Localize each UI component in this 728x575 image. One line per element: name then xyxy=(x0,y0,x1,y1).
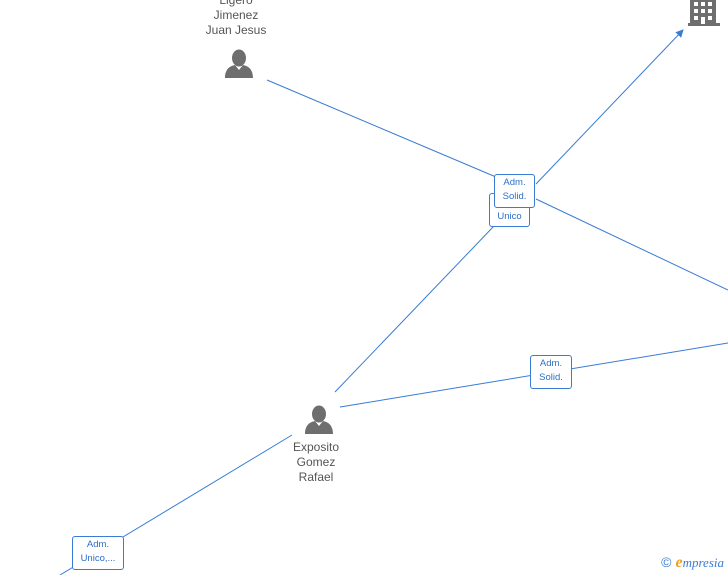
role-text: Adm. xyxy=(503,177,526,188)
person-name-line: Exposito xyxy=(292,440,340,454)
role-text: Adm. xyxy=(86,539,110,550)
person-icon[interactable] xyxy=(224,49,254,78)
person-name-line: Jimenez xyxy=(213,8,259,22)
role-text: Solid. xyxy=(502,191,527,202)
person-label-ligero[interactable]: Ligero Jimenez Juan Jesus xyxy=(191,0,281,38)
role-box-adm-solid-top[interactable]: Adm. Solid. xyxy=(494,174,535,208)
role-box-adm-unico-bottom[interactable]: Adm. Unico,... xyxy=(72,536,124,570)
person-label-exposito[interactable]: Exposito Gomez Rafael xyxy=(271,440,361,485)
edge-hub-to-right xyxy=(535,198,728,291)
role-text: Unico xyxy=(497,211,522,222)
person-name-line: Rafael xyxy=(298,470,334,484)
person-icon[interactable] xyxy=(304,405,334,434)
edge-exposito-to-hub xyxy=(334,225,495,393)
brand-e: e xyxy=(675,554,683,571)
building-icon[interactable] xyxy=(688,0,720,26)
role-text: Solid. xyxy=(539,372,563,383)
role-box-adm-solid-mid[interactable]: Adm. Solid. xyxy=(530,355,572,389)
empresia-logo: ©empresia xyxy=(661,554,724,572)
person-name-line: Gomez xyxy=(296,455,336,469)
brand-name: mpresia xyxy=(682,555,724,570)
role-text: Adm. xyxy=(539,358,563,369)
edge-ligero-to-hub xyxy=(266,79,497,178)
person-name-line: Juan Jesus xyxy=(205,23,267,37)
copyright-symbol: © xyxy=(661,554,672,570)
person-name-line: Ligero xyxy=(219,0,253,7)
edge-hub-to-company xyxy=(535,29,684,185)
role-text: Unico,... xyxy=(80,553,116,564)
